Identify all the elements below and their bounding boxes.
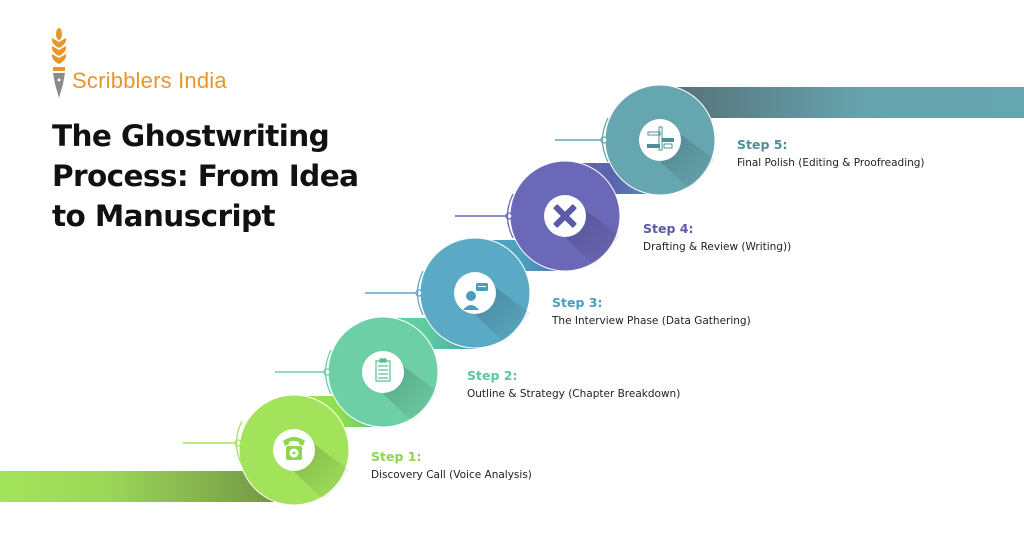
step2-detail: (Chapter Breakdown) xyxy=(568,388,681,400)
step3-detail: (Data Gathering) xyxy=(661,315,751,327)
step1-label: Step 1: Discovery Call (Voice Analysis) xyxy=(371,449,532,483)
step5-description: Final Polish (Editing & Proofreading) xyxy=(737,155,925,171)
alignment-edit-icon xyxy=(647,126,674,151)
step1-node xyxy=(183,394,350,506)
title-line-3: to Manuscript xyxy=(52,199,276,233)
step1-description: Discovery Call (Voice Analysis) xyxy=(371,467,532,483)
step4-label: Step 4: Drafting & Review (Writing)) xyxy=(643,221,791,255)
step5-node xyxy=(555,84,716,196)
step2-title: Outline & Strategy xyxy=(467,388,565,400)
step5-band xyxy=(660,87,1024,118)
step5-title: Final Polish xyxy=(737,157,795,169)
step3-label: Step 3: The Interview Phase (Data Gather… xyxy=(552,295,751,329)
step2-label: Step 2: Outline & Strategy (Chapter Brea… xyxy=(467,368,680,402)
title-line-1: The Ghostwriting xyxy=(52,119,330,153)
step5-number: Step 5: xyxy=(737,137,788,152)
brand-name: Scribblers India xyxy=(72,68,227,93)
step5-detail: (Editing & Proofreading) xyxy=(798,157,925,169)
step2-node xyxy=(275,316,439,428)
step3-number: Step 3: xyxy=(552,295,603,310)
step5-label: Step 5: Final Polish (Editing & Proofrea… xyxy=(737,137,925,171)
step3-description: The Interview Phase (Data Gathering) xyxy=(552,313,751,329)
page-title: The Ghostwriting Process: From Idea to M… xyxy=(52,116,359,236)
step3-node xyxy=(365,237,531,349)
step2-number: Step 2: xyxy=(467,368,518,383)
step1-number: Step 1: xyxy=(371,449,422,464)
step4-detail: (Writing)) xyxy=(741,241,792,253)
title-line-2: Process: From Idea xyxy=(52,159,359,193)
step3-title: The Interview Phase xyxy=(552,315,659,327)
step4-description: Drafting & Review (Writing)) xyxy=(643,239,791,255)
step4-number: Step 4: xyxy=(643,221,694,236)
clipboard-checklist-icon xyxy=(375,358,391,382)
telephone-icon xyxy=(283,437,305,460)
step4-node xyxy=(455,160,621,272)
step4-title: Drafting & Review xyxy=(643,241,739,253)
step1-detail: (Voice Analysis) xyxy=(449,469,532,481)
wheat-pen-nib-icon xyxy=(51,28,67,98)
pencil-ruler-icon xyxy=(553,204,577,228)
brand-logo: Scribblers India xyxy=(48,28,227,100)
step2-description: Outline & Strategy (Chapter Breakdown) xyxy=(467,386,680,402)
step1-title: Discovery Call xyxy=(371,469,446,481)
interviewer-chat-icon xyxy=(463,283,488,310)
